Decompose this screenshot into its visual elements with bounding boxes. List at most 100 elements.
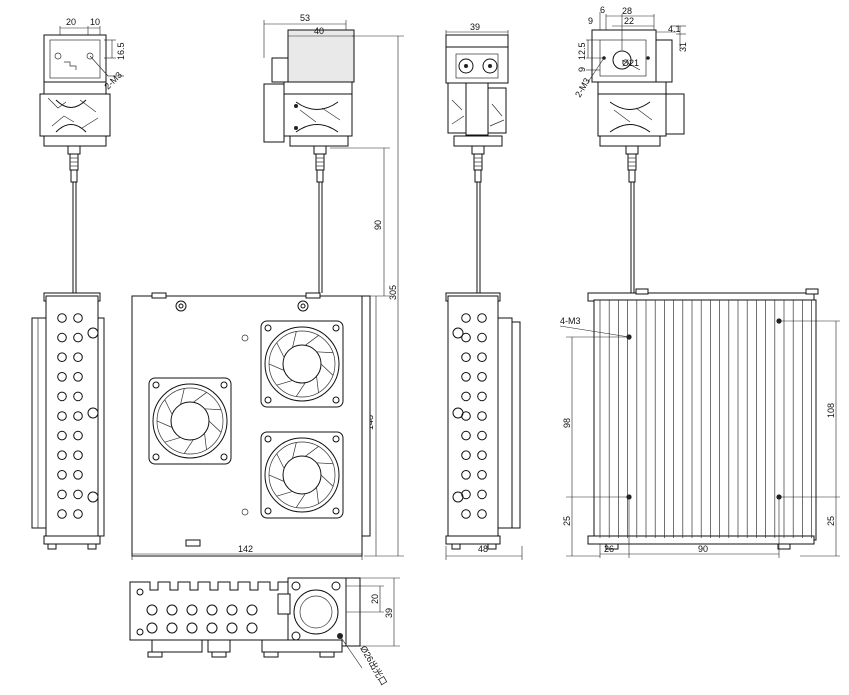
vent-hole <box>186 622 198 634</box>
vent-hole <box>477 372 487 382</box>
bottom-view: 20 39 Ø26出光口 <box>129 577 400 688</box>
dim-98: 98 <box>562 418 572 428</box>
dim-26: 26 <box>604 544 614 554</box>
bottom-dims: 142 48 <box>131 544 523 560</box>
fan-frame <box>260 431 344 519</box>
vent-hole <box>477 391 487 402</box>
fan-blade <box>164 399 173 415</box>
vent-hole <box>461 470 471 480</box>
vent-hole <box>461 509 471 519</box>
dim-39-top: 39 <box>470 22 480 32</box>
dim-28: 28 <box>622 6 632 16</box>
vent-hole <box>461 450 471 461</box>
vent-hole <box>246 604 258 616</box>
dim-142: 142 <box>238 544 253 554</box>
fan-screw <box>220 453 228 461</box>
fan-blade <box>204 433 207 450</box>
dim-22: 22 <box>624 16 634 26</box>
fan-frame <box>148 377 232 465</box>
vent-hole <box>461 352 471 363</box>
fan-blade <box>180 388 185 405</box>
vent-hole <box>73 489 83 500</box>
thread-2-m3-right: 2-M3 <box>573 76 592 99</box>
fan-screw <box>264 507 272 515</box>
dim-39-bottom: 39 <box>384 608 394 618</box>
dim-40: 40 <box>314 26 324 36</box>
fan-screw <box>152 381 160 389</box>
fan-blade <box>316 462 334 465</box>
vent-hole <box>477 489 487 500</box>
dim-53: 53 <box>300 13 310 23</box>
vent-hole <box>226 604 238 616</box>
vent-hole <box>57 509 67 519</box>
dim-16-5: 16.5 <box>116 42 126 60</box>
vent-hole <box>73 450 83 461</box>
vent-hole <box>461 313 471 323</box>
fan-blade <box>320 363 334 376</box>
dim-9-side: 9 <box>577 67 587 72</box>
vent-hole <box>73 391 83 402</box>
vent-hole <box>57 391 67 402</box>
fan-blade <box>276 491 293 497</box>
fan-blade <box>295 493 306 508</box>
heatsink-view: 4-M3 98 25 108 25 26 90 <box>559 288 840 558</box>
vent-hole <box>73 352 83 363</box>
side-view-left <box>31 292 105 550</box>
vent-hole <box>226 622 238 634</box>
vent-hole <box>73 411 83 421</box>
dim-20: 20 <box>66 17 76 27</box>
vent-hole <box>57 411 67 421</box>
fan-blade <box>305 446 319 457</box>
vent-hole <box>477 450 487 461</box>
fan-blade <box>316 376 319 393</box>
fan-ring <box>152 383 228 459</box>
vent-hole <box>57 352 67 363</box>
vent-hole <box>477 470 487 480</box>
dim-48: 48 <box>478 544 488 554</box>
vent-hole <box>206 604 218 616</box>
dim-108: 108 <box>826 403 836 418</box>
fan-blade <box>204 408 222 411</box>
fan-screw <box>152 453 160 461</box>
vent-hole <box>477 352 487 363</box>
dim-12-5: 12.5 <box>577 42 587 60</box>
fan-blade <box>292 442 297 459</box>
dim-6: 6 <box>600 5 605 15</box>
fan-blade <box>183 439 194 454</box>
dim-90-heatsink: 90 <box>698 544 708 554</box>
vent-hole <box>461 391 471 402</box>
fan-screw <box>264 396 272 404</box>
fan-screw <box>264 324 272 332</box>
dim-20-bottom: 20 <box>370 594 380 604</box>
vent-hole <box>206 622 218 634</box>
vent-hole <box>166 622 178 634</box>
front-view <box>131 292 371 557</box>
vent-hole <box>477 411 487 421</box>
head-view-left: 20 10 16.5 2-M3 <box>39 17 126 293</box>
fan-frame <box>260 320 344 408</box>
fan-blade <box>295 382 306 397</box>
vent-hole <box>57 372 67 382</box>
vent-hole <box>461 372 471 382</box>
vent-hole <box>57 430 67 441</box>
vent-hole <box>166 604 178 616</box>
dim-25-right: 25 <box>826 516 836 526</box>
vent-hole <box>73 430 83 441</box>
vent-hole <box>73 332 83 343</box>
fan-blade <box>316 487 319 504</box>
vent-hole <box>57 332 67 343</box>
outlet-label: Ø26出光口 <box>358 644 390 688</box>
fan-blade <box>276 380 293 386</box>
fan-screw <box>332 324 340 332</box>
fan-ring <box>264 326 340 402</box>
vent-hole <box>477 430 487 441</box>
fan-screw <box>332 507 340 515</box>
vent-hole <box>57 313 67 323</box>
dim-90: 90 <box>373 220 383 230</box>
vent-hole <box>461 430 471 441</box>
vent-hole <box>57 470 67 480</box>
fan-ring <box>264 437 340 513</box>
vent-hole <box>461 332 471 343</box>
dim-305: 305 <box>388 285 398 300</box>
